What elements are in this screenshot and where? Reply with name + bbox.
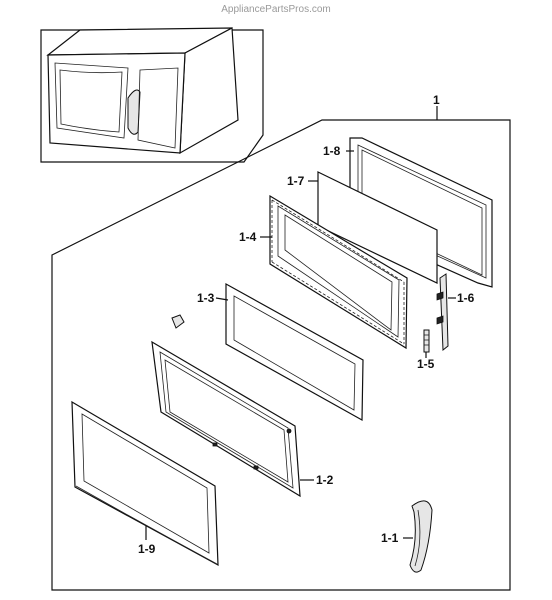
- part-1-3-choke-frame: [225, 282, 364, 422]
- part-1-9-door-panel: [71, 400, 219, 567]
- callout-1-1: 1-1: [381, 531, 399, 545]
- part-1-4-inner-door: [269, 194, 408, 350]
- callout-1: 1: [433, 93, 440, 107]
- callout-1-6: 1-6: [457, 291, 475, 305]
- callout-1-3: 1-3: [197, 291, 215, 305]
- part-1-6-latch-hook: [436, 273, 449, 352]
- part-latch-clip: [171, 314, 185, 329]
- callout-1-7: 1-7: [287, 174, 305, 188]
- part-1-7-glass-panel: [317, 171, 438, 284]
- callout-1-9: 1-9: [138, 542, 156, 556]
- assembly-boundary: [51, 119, 511, 591]
- callout-1-4: 1-4: [239, 230, 257, 244]
- watermark-text: AppliancePartsPros.com: [221, 4, 331, 15]
- callout-1-8: 1-8: [323, 144, 341, 158]
- callout-1-5: 1-5: [417, 357, 435, 371]
- part-1-1-door-handle: [409, 500, 433, 573]
- part-1-2-front-frame: [151, 340, 301, 498]
- callout-1-2: 1-2: [316, 473, 334, 487]
- microwave-overview-inset: [40, 27, 264, 163]
- part-1-5-spring: [423, 329, 430, 353]
